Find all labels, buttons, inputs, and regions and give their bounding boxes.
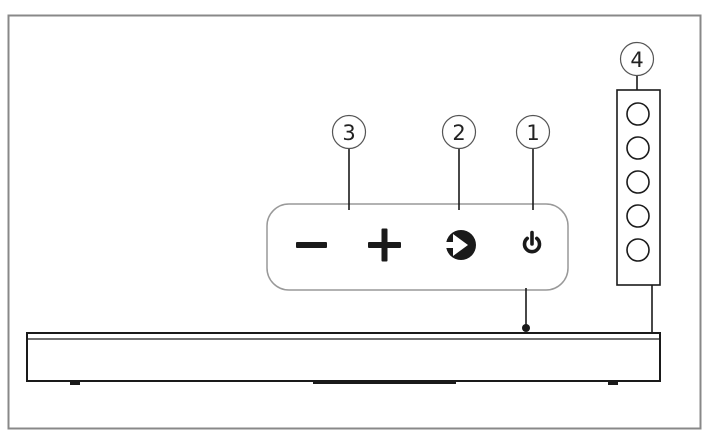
control-leader-dot	[522, 324, 530, 332]
minus-icon	[296, 242, 327, 248]
volume-up-button[interactable]	[368, 228, 401, 262]
indicator-lights	[626, 102, 650, 262]
plus-icon	[368, 228, 401, 262]
soundbar-body	[26, 332, 661, 382]
callout-3: 3	[331, 114, 367, 150]
source-button[interactable]	[446, 230, 476, 260]
soundbar	[26, 332, 661, 385]
control-panel	[266, 203, 569, 291]
source-arrow-icon	[446, 230, 476, 260]
indicator-light-1	[626, 102, 650, 126]
indicator-light-4	[626, 204, 650, 228]
indicator-light-2	[626, 136, 650, 160]
soundbar-foot-right	[608, 381, 618, 385]
power-button[interactable]	[522, 230, 542, 254]
soundbar-base-center	[313, 381, 456, 384]
power-icon	[522, 230, 542, 254]
callout-4-label: 4	[630, 48, 643, 72]
soundbar-foot-left	[70, 381, 80, 385]
callout-1-label: 1	[526, 121, 539, 145]
indicator-light-3	[626, 170, 650, 194]
volume-down-button[interactable]	[296, 242, 327, 248]
callout-3-label: 3	[342, 121, 355, 145]
indicator-light-5	[626, 238, 650, 262]
callout-2: 2	[441, 114, 477, 150]
callout-1: 1	[515, 114, 551, 150]
callout-2-label: 2	[452, 121, 465, 145]
callout-4: 4	[619, 41, 655, 77]
